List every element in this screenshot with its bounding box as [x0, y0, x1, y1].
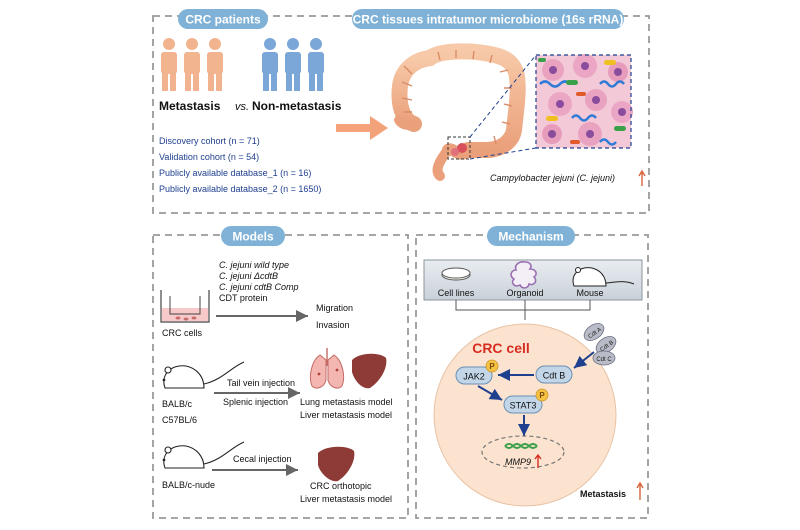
strain-balbc-nude: BALB/c-nude — [162, 480, 215, 490]
systems-bracket — [455, 300, 591, 320]
treatment-cdt-protein: CDT protein — [219, 293, 267, 303]
crc-cell-title: CRC cell — [472, 340, 530, 356]
top-panel-border — [152, 15, 650, 214]
cdt-b-label: Cdt B — [543, 371, 566, 381]
system-cell-lines: Cell lines — [438, 288, 475, 298]
transwell-icon — [160, 290, 210, 323]
analysis-arrow — [336, 116, 388, 140]
models-panel-border — [152, 234, 409, 519]
cohort-4: Publicly available database_2 (n = 1650) — [159, 184, 321, 194]
nude-mouse-icon — [162, 441, 245, 469]
injection-tail-vein: Tail vein injection — [227, 378, 295, 388]
stat3-phospho-label: P — [539, 391, 545, 400]
tumor-zoom-box — [447, 136, 471, 160]
stat3-node — [503, 395, 543, 414]
cdt-c-label: Cdt C — [596, 357, 612, 363]
zoom-line-top — [469, 54, 537, 138]
nucleus — [481, 435, 565, 469]
dna-helix-icon — [504, 443, 538, 449]
stat3-label: STAT3 — [510, 401, 537, 411]
cdt-entry-arrow — [573, 351, 595, 369]
metastasis-patients-icon — [161, 38, 223, 91]
closeup-frame — [535, 54, 632, 149]
liver-icon-2 — [318, 446, 355, 482]
treatment-wild-type: C. jejuni wild type — [219, 260, 289, 270]
cdt-b-node — [535, 365, 573, 384]
strain-c57bl6: C57BL/6 — [162, 415, 197, 425]
result-lung-metastasis: Lung metastasis model — [300, 397, 393, 407]
colon-illustration — [391, 43, 526, 181]
mechanism-badge — [487, 226, 575, 246]
cohort-3: Publicly available database_1 (n = 16) — [159, 168, 311, 178]
models-badge — [221, 226, 285, 246]
non-metastasis-label: Non-metastasis — [252, 99, 342, 113]
non-metastasis-patients-icon — [262, 38, 324, 91]
injection-cecal: Cecal injection — [233, 454, 292, 464]
microbiome-title: CRC tissues intratumor microbiome (16s r… — [353, 13, 624, 27]
cohort-2: Validation cohort (n = 54) — [159, 152, 259, 162]
crc-patients-title: CRC patients — [185, 13, 261, 27]
microbiome-tissue-closeup — [536, 54, 633, 148]
metastasis-increase-arrow — [636, 481, 644, 500]
jak2-to-stat3-arrow — [477, 385, 503, 401]
lung-icon — [309, 348, 345, 389]
stat3-phospho-badge — [535, 388, 549, 402]
petri-dish-icon — [441, 267, 471, 281]
treatment-delta-cdtb: C. jejuni ΔcdtB — [219, 271, 278, 281]
outcome-invasion: Invasion — [316, 320, 350, 330]
jak2-label: JAK2 — [463, 372, 485, 382]
metastasis-outcome-label: Metastasis — [580, 489, 626, 499]
bacteria-increase-arrow — [638, 169, 646, 186]
vs-label: vs. — [235, 101, 249, 113]
system-mouse: Mouse — [576, 288, 603, 298]
cohort-1: Discovery cohort (n = 71) — [159, 136, 260, 146]
mmp9-increase-arrow — [534, 453, 542, 468]
lab-mouse-icon — [572, 267, 635, 287]
mouse-icon — [162, 361, 245, 389]
injection-splenic: Splenic injection — [223, 397, 288, 407]
organoid-icon — [510, 261, 537, 289]
result-liver-metastasis-2: Liver metastasis model — [300, 494, 392, 504]
jak2-node — [455, 366, 493, 385]
mechanism-title: Mechanism — [498, 230, 563, 244]
system-organoid: Organoid — [506, 288, 543, 298]
liver-icon — [352, 353, 387, 389]
metastasis-label: Metastasis — [159, 99, 221, 113]
crc-patients-badge — [178, 9, 268, 29]
mechanism-panel-border — [415, 234, 649, 519]
jak2-phospho-badge — [485, 359, 499, 373]
strain-balbc: BALB/c — [162, 399, 193, 409]
bacteria-label: Campylobacter jejuni (C. jejuni) — [490, 173, 615, 183]
outcome-migration: Migration — [316, 303, 353, 313]
microbiome-badge — [352, 9, 624, 29]
jak2-phospho-label: P — [489, 362, 495, 371]
models-title: Models — [232, 230, 274, 244]
mmp9-label: MMP9 — [505, 457, 531, 467]
treatment-cdtb-comp: C. jejuni cdtB Comp — [219, 282, 299, 292]
result-liver-metastasis-1: Liver metastasis model — [300, 410, 392, 420]
crc-cells-label: CRC cells — [162, 328, 203, 338]
result-crc-orthotopic: CRC orthotopic — [310, 481, 372, 491]
cdt-toxin-complex — [583, 323, 617, 366]
